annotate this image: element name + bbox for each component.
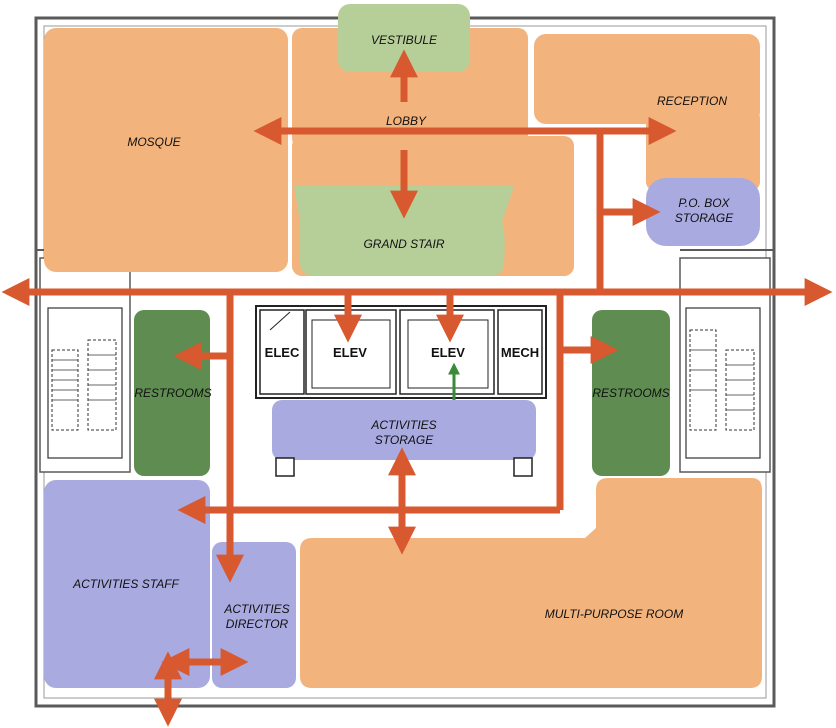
label-elev-2: ELEV: [431, 345, 465, 360]
circulation-arrows: [1, 49, 833, 727]
column: [513, 457, 533, 477]
label-po-box-storage: STORAGE: [675, 211, 734, 225]
mosque-zone: [44, 28, 288, 272]
label-reception: RECEPTION: [657, 94, 727, 108]
po-box-zone: [646, 178, 760, 246]
label-activities-staff: ACTIVITIES STAFF: [72, 577, 179, 591]
label-restrooms-right: RESTROOMS: [592, 386, 669, 400]
label-grand-stair: GRAND STAIR: [363, 237, 444, 251]
label-elev-1: ELEV: [333, 345, 367, 360]
label-activities-storage: ACTIVITIES: [370, 418, 436, 432]
grand-stair-zone: [294, 186, 514, 276]
reception-zone: [534, 34, 760, 124]
label-po-box: P.O. BOX: [678, 196, 730, 210]
label-lobby: LOBBY: [386, 114, 427, 128]
label-activities-director-2: DIRECTOR: [226, 617, 289, 631]
label-elec: ELEC: [265, 345, 300, 360]
label-vestibule: VESTIBULE: [371, 33, 438, 47]
label-mosque: MOSQUE: [127, 135, 181, 149]
label-mech: MECH: [501, 345, 539, 360]
activities-staff-zone: [44, 480, 210, 688]
label-activities-storage-2: STORAGE: [375, 433, 434, 447]
multi-purpose-zone: [300, 478, 762, 688]
column: [275, 457, 295, 477]
label-restrooms-left: RESTROOMS: [134, 386, 211, 400]
activities-storage-zone: [272, 400, 536, 460]
label-multi-purpose: MULTI-PURPOSE ROOM: [545, 607, 683, 621]
vestibule-zone: [338, 4, 470, 72]
label-activities-director: ACTIVITIES: [223, 602, 289, 616]
